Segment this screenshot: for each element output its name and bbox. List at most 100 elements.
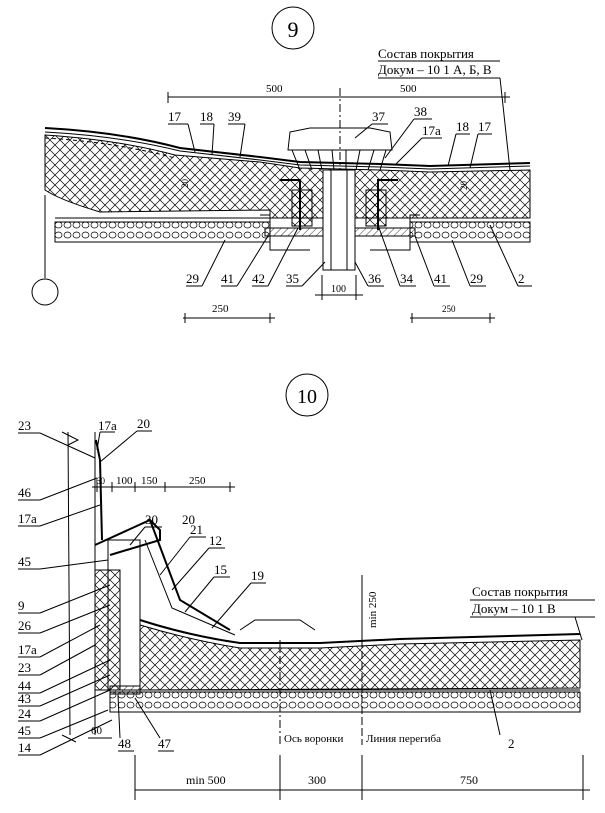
callout-leader [39, 674, 111, 707]
callout-9-35: 35 [286, 271, 299, 286]
callout-9-17-right: 17 [478, 119, 492, 134]
figure-9-dim-250-right: 250 [442, 304, 456, 314]
figure-9-insul-mark-left: 20 [180, 179, 190, 189]
callout-9-29-right: 29 [470, 271, 483, 286]
figure-10-dim-60-top: 60 [96, 476, 106, 486]
figure-10-insulation-layer [139, 624, 581, 691]
figure-9-ceiling-right [409, 221, 531, 243]
callout-10-left-14: 14 [18, 740, 32, 755]
figure-10-membrane [139, 619, 581, 644]
callout-9-18-right: 18 [456, 119, 469, 134]
figure-9-ceiling-left [54, 221, 271, 243]
callout-10-left-23: 23 [18, 660, 31, 675]
callout-10-21: 21 [190, 522, 203, 537]
callout-10-left-44: 44 [18, 678, 32, 693]
callout-10-left-24: 24 [18, 706, 32, 721]
callout-leader [39, 584, 111, 614]
callout-9-42: 42 [252, 271, 265, 286]
callout-10-20: 20 [182, 512, 195, 527]
callout-10-left-26: 26 [18, 618, 32, 633]
callout-10-left-43: 43 [18, 691, 31, 706]
figure-9-dim-100: 100 [331, 284, 346, 295]
callout-9-39: 39 [228, 109, 241, 124]
callout-10-20-top: 20 [137, 416, 150, 431]
figure-9-composition-doc: Докум – 10 1 А, Б, В [378, 62, 492, 77]
figure-10-axis-label: Ось воронки [284, 733, 343, 745]
callout-leader [39, 659, 111, 694]
figure-9-number-circle [271, 6, 315, 50]
callout-10-left-46: 46 [18, 485, 32, 500]
callout-10-2: 2 [508, 736, 515, 751]
figure-9-number: 9 [288, 17, 299, 42]
figure-10-composition-doc: Докум – 10 1 В [472, 601, 556, 616]
figure-9-insert-right [365, 189, 387, 227]
figure-9-dim-500-left: 500 [266, 83, 283, 95]
callout-leader [39, 624, 101, 658]
figure-9-funnel-pipe [322, 169, 356, 271]
callout-10-left-17а: 17а [18, 511, 37, 526]
figure-10-dim-min500: min 500 [186, 773, 226, 787]
figure-9-funnel-grate [291, 149, 387, 171]
callout-10-19: 19 [251, 568, 264, 583]
callout-9-18-left: 18 [200, 109, 213, 124]
figure-9-insul-mark-right: 20 [459, 181, 469, 191]
callout-9-41-right: 41 [434, 271, 447, 286]
figure-10-dim-250: 250 [189, 475, 206, 487]
callout-leader [39, 719, 113, 756]
callout-9-38: 38 [414, 104, 427, 119]
figure-10-number: 10 [297, 386, 317, 408]
figure-9-membrane-top [44, 127, 531, 168]
figure-9-dim-500-right: 500 [400, 83, 417, 95]
callout-9-17-left: 17 [168, 109, 182, 124]
callout-10-left-45: 45 [18, 554, 31, 569]
callout-9-29-left: 29 [186, 271, 199, 286]
figure-10-flashing [94, 518, 161, 556]
callout-9-17a: 17а [422, 123, 441, 138]
callout-10-left-9: 9 [18, 598, 25, 613]
figure-10-bend-label: Линия перегиба [366, 733, 441, 745]
callout-10-47: 47 [158, 736, 172, 751]
callout-10-15: 15 [214, 562, 227, 577]
callout-leader [39, 477, 98, 501]
figure-10-parapet-wall [67, 431, 96, 736]
callout-10-12: 12 [209, 533, 222, 548]
callout-10-17a-top: 17а [98, 418, 117, 433]
callout-9-34: 34 [400, 271, 414, 286]
figure-10-ceiling-slab [109, 691, 581, 713]
figure-9: 9 Состав покрытия Докум – 10 1 А, Б, В 5… [31, 6, 532, 323]
figure-9-composition-leader [499, 77, 511, 171]
figure-10-dim-150: 150 [141, 475, 158, 487]
figure-9-insulation-layer [44, 134, 531, 219]
callout-leader [39, 644, 96, 676]
figure-10-composition-title: Состав покрытия [472, 584, 568, 599]
callout-10-left-17а: 17а [18, 642, 37, 657]
callout-9-36: 36 [368, 271, 382, 286]
figure-9-composition-title: Состав покрытия [378, 46, 474, 61]
figure-10-dim-100: 100 [116, 475, 133, 487]
callout-10-48: 48 [118, 736, 131, 751]
figure-9-column-marker [31, 278, 59, 306]
figure-10-dim-min250: min 250 [367, 591, 379, 628]
figure-10-dim-300: 300 [308, 773, 326, 787]
figure-10: 10 Ось воронки Линия перегиба min 250 Со… [18, 373, 595, 800]
callout-9-41-left: 41 [221, 271, 234, 286]
figure-9-insert-left [291, 189, 313, 227]
callout-leader [39, 504, 101, 527]
figure-10-dim-750: 750 [460, 773, 478, 787]
callout-10-left-45: 45 [18, 723, 31, 738]
callout-leader [39, 604, 111, 634]
callout-9-2: 2 [518, 271, 525, 286]
callout-leader [39, 432, 96, 459]
figure-10-dim-60-bottom: 60 [91, 725, 103, 737]
callout-leader [39, 709, 109, 739]
figure-9-dim-250-left: 250 [212, 303, 229, 315]
callout-10-left-23: 23 [18, 418, 31, 433]
callout-10-30: 30 [145, 512, 158, 527]
callout-9-37: 37 [372, 109, 386, 124]
callout-leader [39, 689, 111, 722]
figure-10-number-circle [285, 373, 329, 417]
callout-leader [39, 559, 109, 570]
